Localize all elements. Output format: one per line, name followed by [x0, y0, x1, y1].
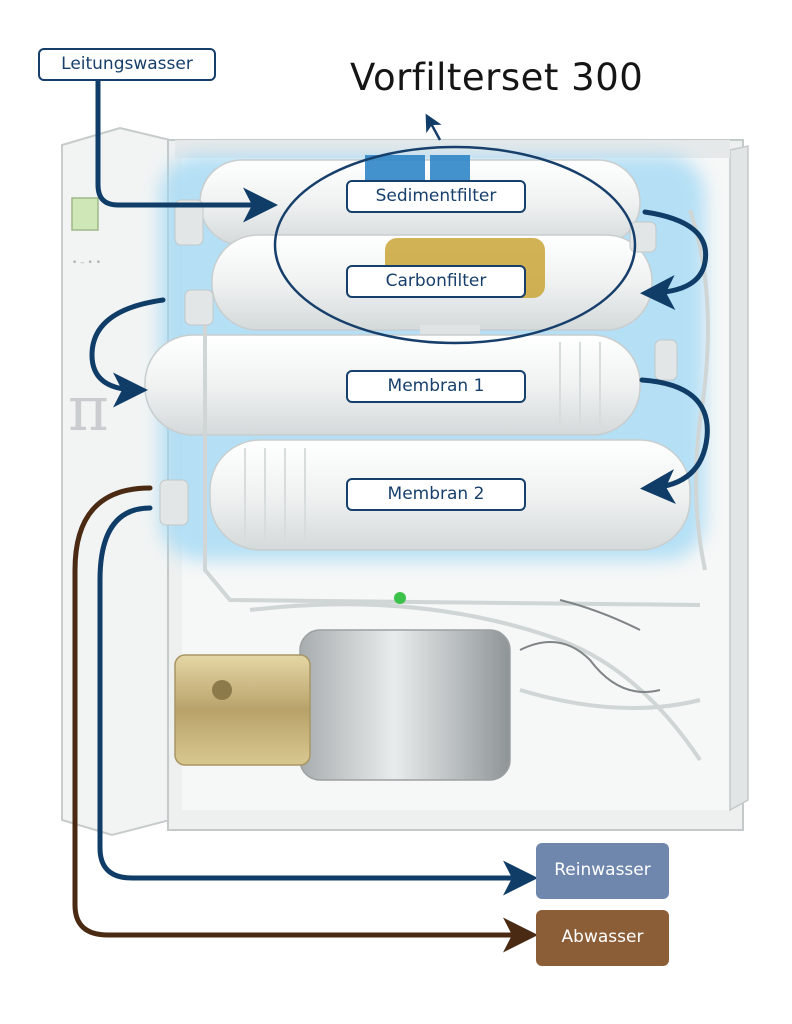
- valves: [159, 199, 678, 604]
- title-pointer-arrow: [425, 113, 442, 141]
- page-title: Vorfilterset 300: [350, 56, 644, 99]
- reinwasser-box: Reinwasser: [536, 843, 669, 899]
- prefilter-ellipse: [273, 145, 637, 345]
- pi-logo: π: [68, 372, 109, 445]
- reinwasser-arrow: [97, 505, 538, 896]
- label-carbonfilter: Carbonfilter: [346, 265, 526, 298]
- device-dots: • – • •: [72, 258, 101, 268]
- label-leitungswasser: Leitungswasser: [38, 48, 216, 81]
- abwasser-arrow: [72, 485, 538, 953]
- label-sedimentfilter: Sedimentfilter: [346, 180, 526, 213]
- carbon-to-membran1-arrow: [89, 297, 166, 408]
- wiring: [519, 599, 661, 693]
- inflow-arrow: [95, 77, 278, 223]
- pump: [174, 629, 511, 781]
- abwasser-box: Abwasser: [536, 910, 669, 966]
- device-display-panel: [71, 197, 99, 231]
- flow-arrows: [89, 77, 710, 896]
- membran1-to-membran2-arrow: [639, 377, 710, 505]
- label-membran1: Membran 1: [346, 370, 526, 403]
- sediment-to-carbon-arrow: [640, 209, 709, 310]
- label-membran2: Membran 2: [346, 478, 526, 511]
